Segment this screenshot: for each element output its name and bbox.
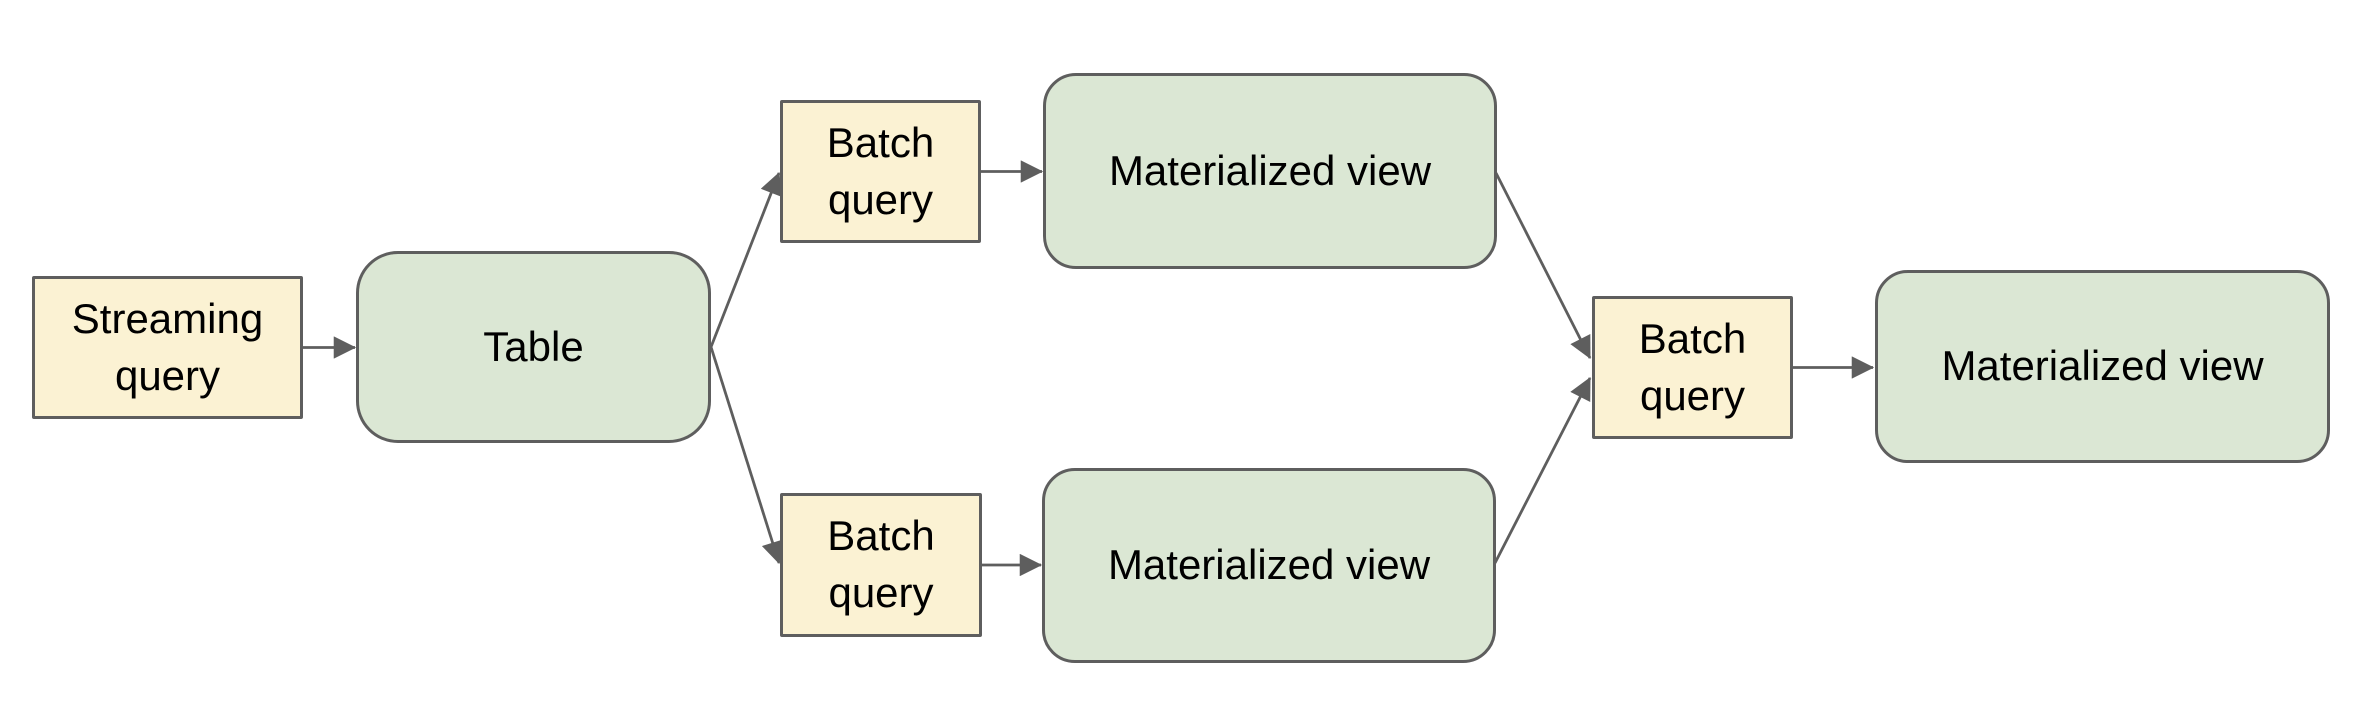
node-batch-query-center-label: Batch query — [1638, 314, 1747, 419]
edge-materialized-view-bottom-to-batch-query-center — [1493, 377, 1592, 564]
node-batch-query-top-label: Batch query — [826, 118, 935, 223]
node-materialized-view-right-label: Materialized view — [1941, 342, 2264, 390]
node-batch-query-center: Batch query — [1592, 296, 1793, 439]
node-streaming-query: Streaming query — [32, 276, 303, 419]
node-table: Table — [356, 251, 711, 443]
edge-materialized-view-top-to-batch-query-center — [1494, 172, 1592, 359]
node-materialized-view-top: Materialized view — [1043, 73, 1497, 269]
node-table-label: Table — [483, 322, 584, 370]
node-materialized-view-top-label: Materialized view — [1108, 146, 1432, 194]
node-materialized-view-bottom: Materialized view — [1042, 468, 1496, 663]
edge-table-to-batch-query-top — [709, 171, 782, 348]
node-materialized-view-right: Materialized view — [1875, 270, 2330, 463]
node-batch-query-bottom-label: Batch query — [827, 512, 935, 616]
node-batch-query-top: Batch query — [780, 100, 981, 243]
node-batch-query-bottom: Batch query — [780, 493, 982, 637]
edge-table-to-batch-query-bottom — [709, 346, 784, 565]
node-materialized-view-bottom-label: Materialized view — [1107, 541, 1431, 589]
node-streaming-query-label: Streaming query — [71, 294, 264, 399]
